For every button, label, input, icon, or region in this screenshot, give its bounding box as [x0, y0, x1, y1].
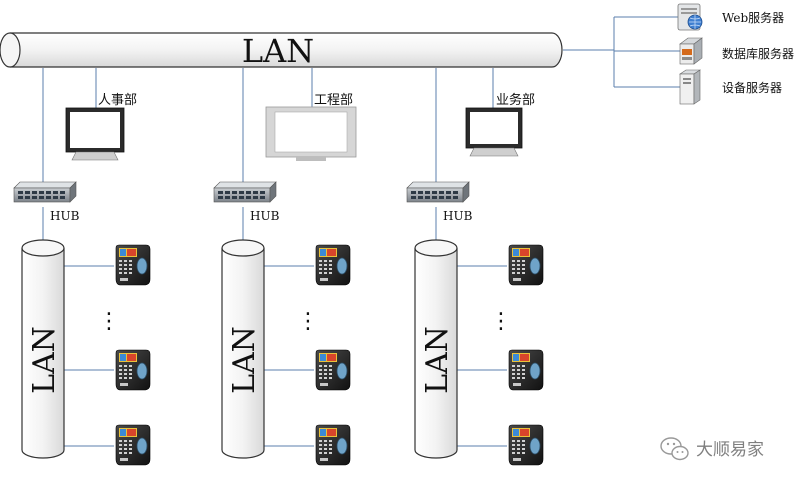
hub-label: HUB — [50, 209, 80, 223]
fingerprint-terminal-icon — [315, 424, 351, 466]
device-server-icon — [679, 69, 701, 105]
web-server-label: Web服务器 — [722, 10, 784, 25]
hub-icon — [13, 181, 77, 203]
device-server-label: 设备服务器 — [722, 80, 782, 95]
fingerprint-terminal-icon — [315, 349, 351, 391]
department-column-hr: HUB LAN ⋮ — [13, 181, 151, 466]
more-devices-ellipsis: ⋮ — [297, 309, 319, 334]
more-devices-ellipsis: ⋮ — [98, 309, 120, 334]
fingerprint-terminal-icon — [315, 244, 351, 286]
wechat-icon — [660, 437, 689, 461]
backbone-lan-pipe: LAN — [0, 32, 563, 70]
monitor-icon — [465, 107, 523, 157]
fingerprint-terminal-icon — [115, 244, 151, 286]
fingerprint-terminal-icon — [115, 349, 151, 391]
web-server-icon — [677, 3, 703, 31]
department-label-hr: 人事部 — [98, 93, 137, 108]
department-label-business: 业务部 — [496, 92, 535, 108]
lan-pipe-label: LAN — [227, 326, 262, 394]
watermark: 大顺易家 — [660, 437, 764, 461]
department-column-business: HUB LAN ⋮ — [406, 181, 544, 466]
watermark-text: 大顺易家 — [696, 440, 764, 460]
connection-lines — [42, 16, 680, 447]
fingerprint-terminal-icon — [115, 424, 151, 466]
hub-icon — [213, 181, 277, 203]
fingerprint-terminal-icon — [508, 244, 544, 286]
backbone-label: LAN — [242, 32, 314, 70]
database-server-icon — [679, 37, 703, 65]
department-column-engineering: HUB LAN ⋮ — [213, 181, 351, 466]
department-label-engineering: 工程部 — [314, 93, 353, 108]
database-server-label: 数据库服务器 — [722, 46, 794, 61]
more-devices-ellipsis: ⋮ — [490, 309, 512, 334]
hub-icon — [406, 181, 470, 203]
lan-pipe-label: LAN — [420, 326, 455, 394]
monitor-icon — [65, 107, 125, 161]
lan-pipe-label: LAN — [27, 326, 62, 394]
fingerprint-terminal-icon — [508, 424, 544, 466]
hub-label: HUB — [443, 209, 473, 223]
hub-label: HUB — [250, 209, 280, 223]
monitor-icon — [265, 106, 357, 161]
fingerprint-terminal-icon — [508, 349, 544, 391]
